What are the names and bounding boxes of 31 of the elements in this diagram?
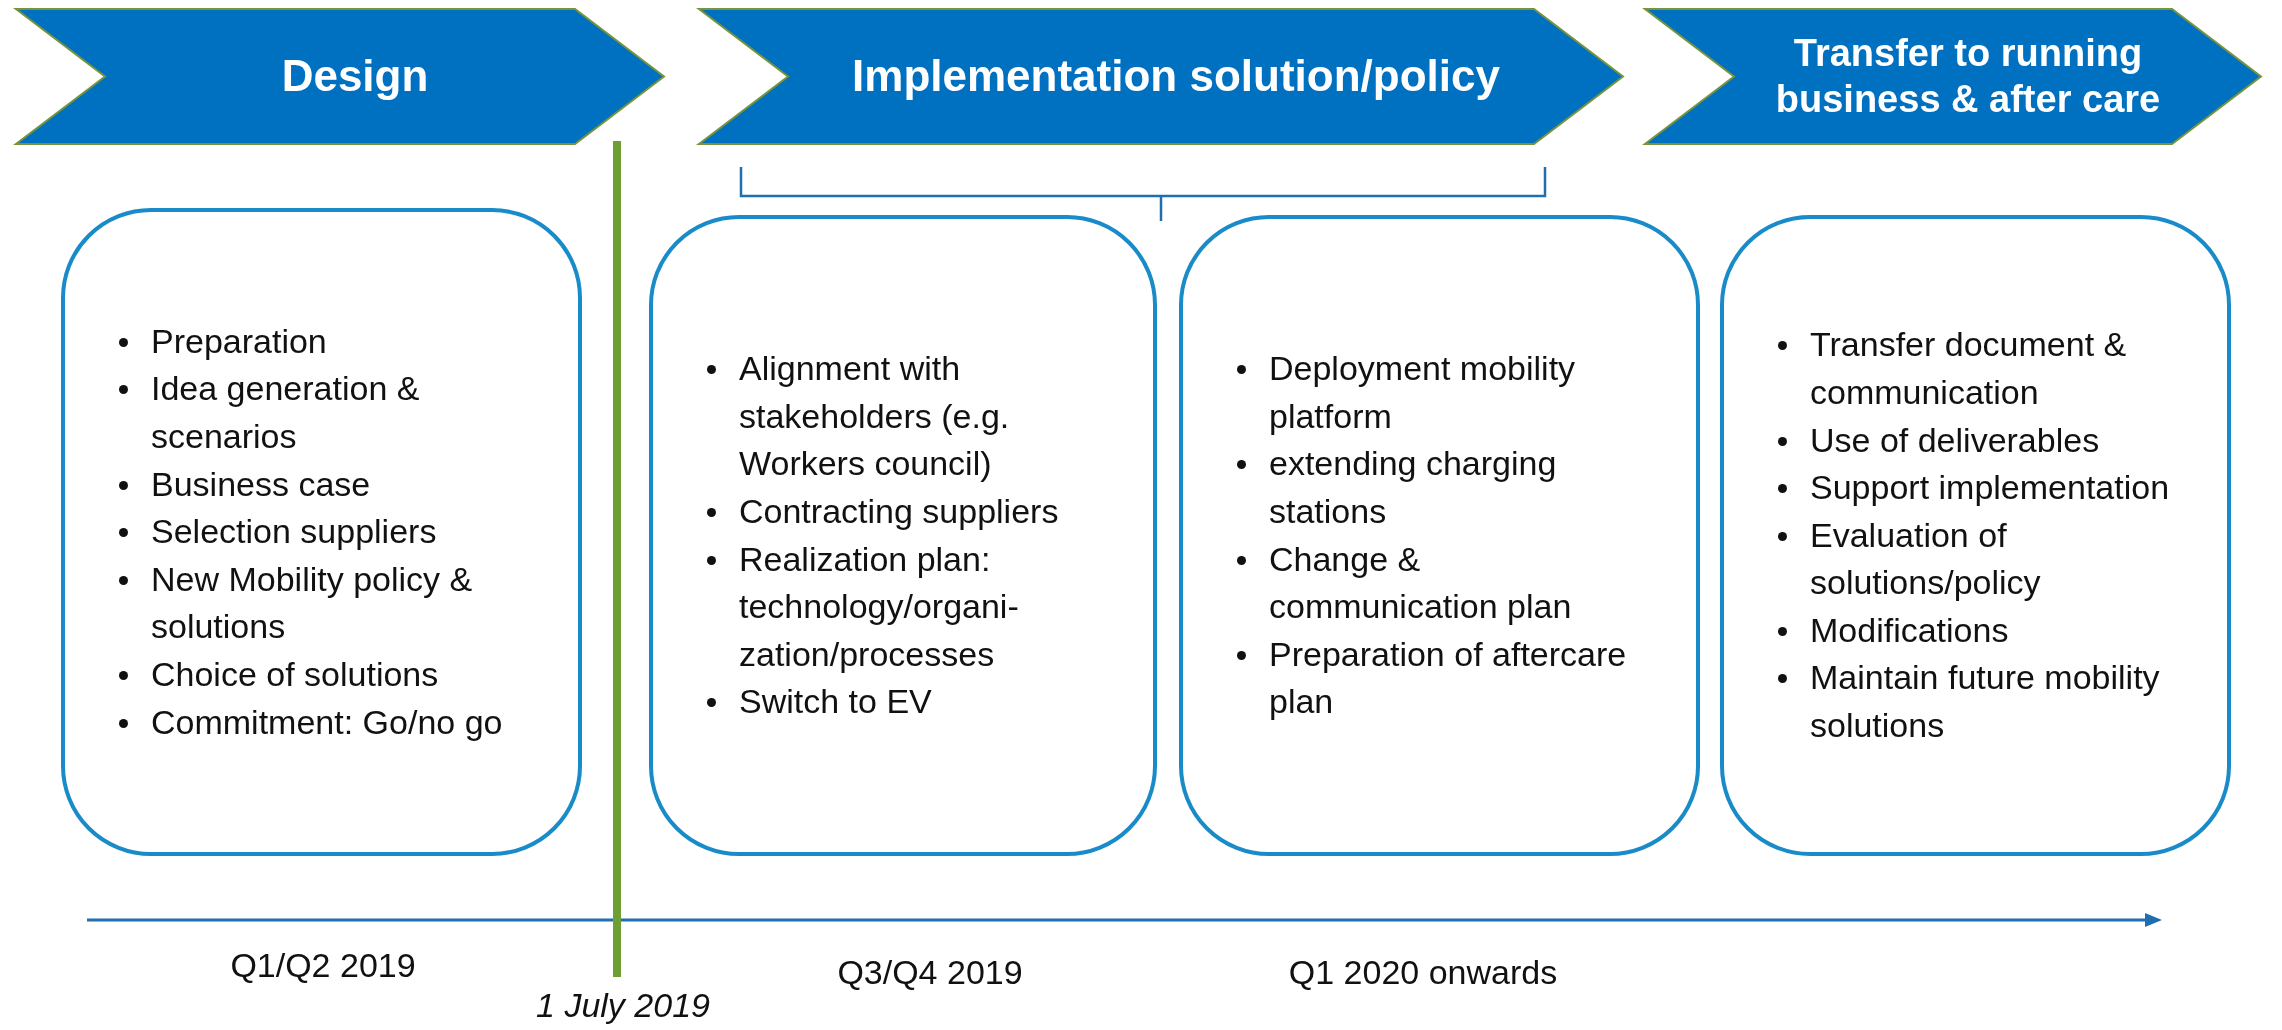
phase-title: Transfer to running business & after care bbox=[1774, 30, 2162, 122]
bullet-item: New Mobility policy & solutions bbox=[115, 555, 538, 651]
period-label: Q1 2020 onwards bbox=[1288, 952, 1558, 992]
bullet-item: Preparation bbox=[115, 317, 538, 366]
bullet-item: Support implementation bbox=[1774, 464, 2187, 512]
bullet-item: Business case bbox=[115, 460, 538, 509]
task-card bbox=[1179, 215, 1700, 856]
bullet-item: Idea generation & scenarios bbox=[115, 365, 538, 461]
bullet-item: Modifications bbox=[1774, 606, 2187, 655]
phase-title: Implementation solution/policy bbox=[852, 50, 1500, 103]
bullet-item: Contracting suppliers bbox=[703, 487, 1113, 536]
period-label: Q1/Q2 2019 bbox=[230, 945, 416, 985]
bullet-item: extending charging stations bbox=[1233, 440, 1656, 536]
bullet-item: Maintain future mobility solutions bbox=[1774, 654, 2187, 750]
milestone-date: 1 July 2019 bbox=[536, 985, 710, 1025]
bullet-item: Alignment with stakeholders (e.g. Workers council) bbox=[703, 345, 1113, 488]
task-card bbox=[1720, 215, 2231, 856]
task-card bbox=[61, 208, 582, 856]
bullet-item: Choice of solutions bbox=[115, 651, 538, 699]
bullet-item: Selection suppliers bbox=[115, 508, 538, 556]
bullet-item: Preparation of aftercare plan bbox=[1233, 630, 1656, 726]
period-label: Q3/Q4 2019 bbox=[837, 952, 1023, 992]
task-card bbox=[649, 215, 1157, 856]
bullet-item: Switch to EV bbox=[703, 678, 1113, 726]
bullet-item: Realization plan: technology/organi-zation/processes bbox=[703, 535, 1113, 679]
bullet-item: Commitment: Go/no go bbox=[115, 698, 538, 747]
bullet-item: Change & communication plan bbox=[1233, 535, 1656, 631]
bullet-item: Evaluation of solutions/policy bbox=[1774, 511, 2187, 607]
phase-title: Design bbox=[281, 50, 429, 103]
bullet-item: Use of deliverables bbox=[1774, 416, 2187, 465]
bullet-item: Transfer document & communication bbox=[1774, 321, 2187, 417]
